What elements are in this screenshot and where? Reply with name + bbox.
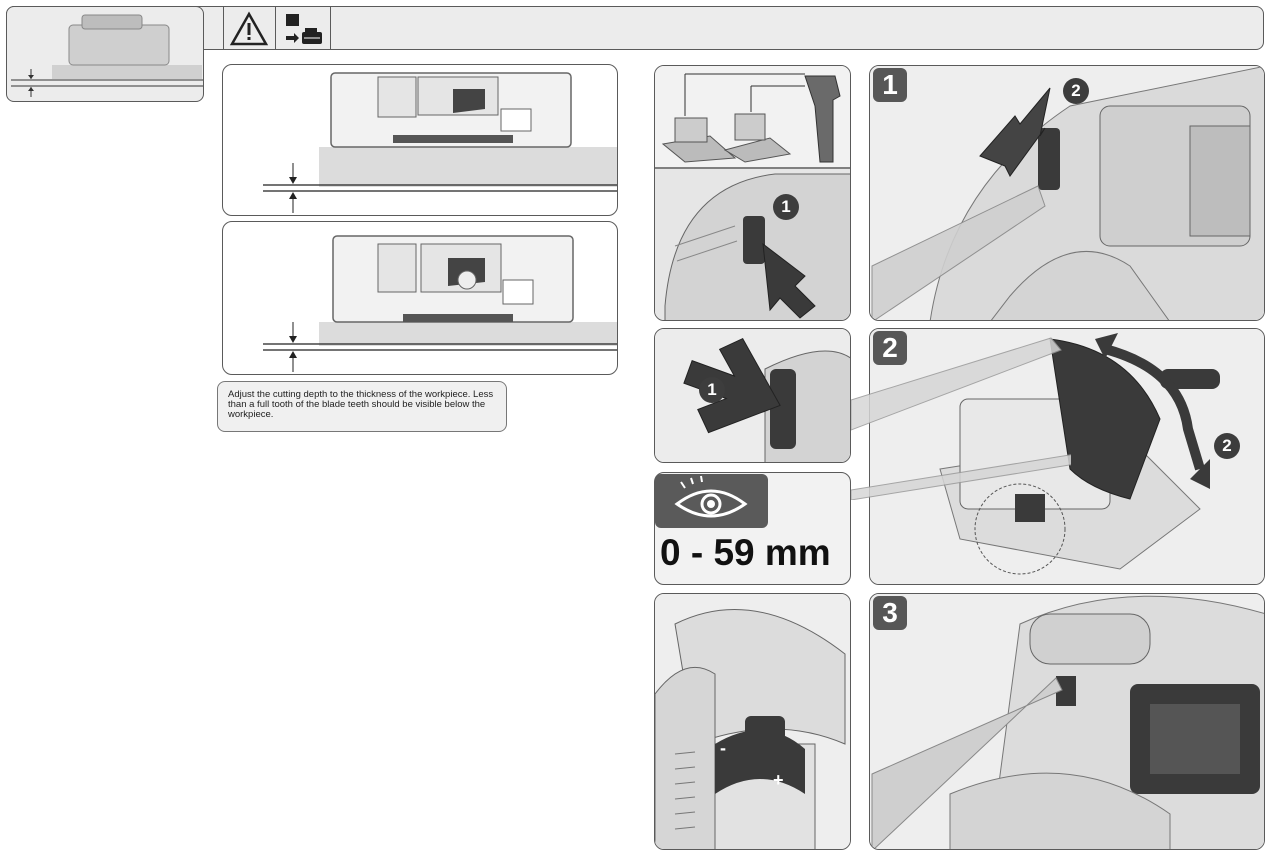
step-number-1: 1	[873, 68, 907, 102]
instruction-note-text: Adjust the cutting depth to the thicknes…	[228, 389, 494, 420]
callout-badge: 1	[699, 377, 725, 403]
instruction-note: Adjust the cutting depth to the thicknes…	[217, 381, 507, 432]
depth-diagram-top	[222, 64, 618, 216]
thumb-panel	[6, 6, 204, 102]
warning-icon-box	[223, 6, 273, 50]
saw-thumbnail-icon	[11, 14, 203, 97]
warning-triangle-icon	[229, 11, 269, 46]
depth-knob-detail-panel: - +	[654, 593, 851, 850]
step3-panel: 3	[869, 593, 1265, 850]
eye-icon	[674, 475, 748, 518]
battery-icon-box	[275, 6, 331, 50]
step1-panel: 1 2	[869, 65, 1265, 321]
depth-range-value: 0 - 59 mm	[660, 532, 831, 573]
depth-diagram-bottom	[222, 221, 618, 375]
callout-badge: 2	[1214, 433, 1240, 459]
remove-battery-icon	[286, 14, 322, 44]
header-strip	[6, 6, 1264, 50]
callout-badge: 2	[1063, 78, 1089, 104]
svg-text:-: -	[720, 738, 726, 758]
connector-lines	[851, 337, 1071, 500]
lever-detail-panel: 1	[654, 65, 851, 321]
step-number-3: 3	[873, 596, 907, 630]
callout-badge: 1	[773, 194, 799, 220]
eye-icon-box	[655, 474, 768, 528]
step-number-2: 2	[873, 331, 907, 365]
trigger-detail-panel: 1	[654, 328, 851, 463]
svg-text:+: +	[773, 770, 784, 790]
